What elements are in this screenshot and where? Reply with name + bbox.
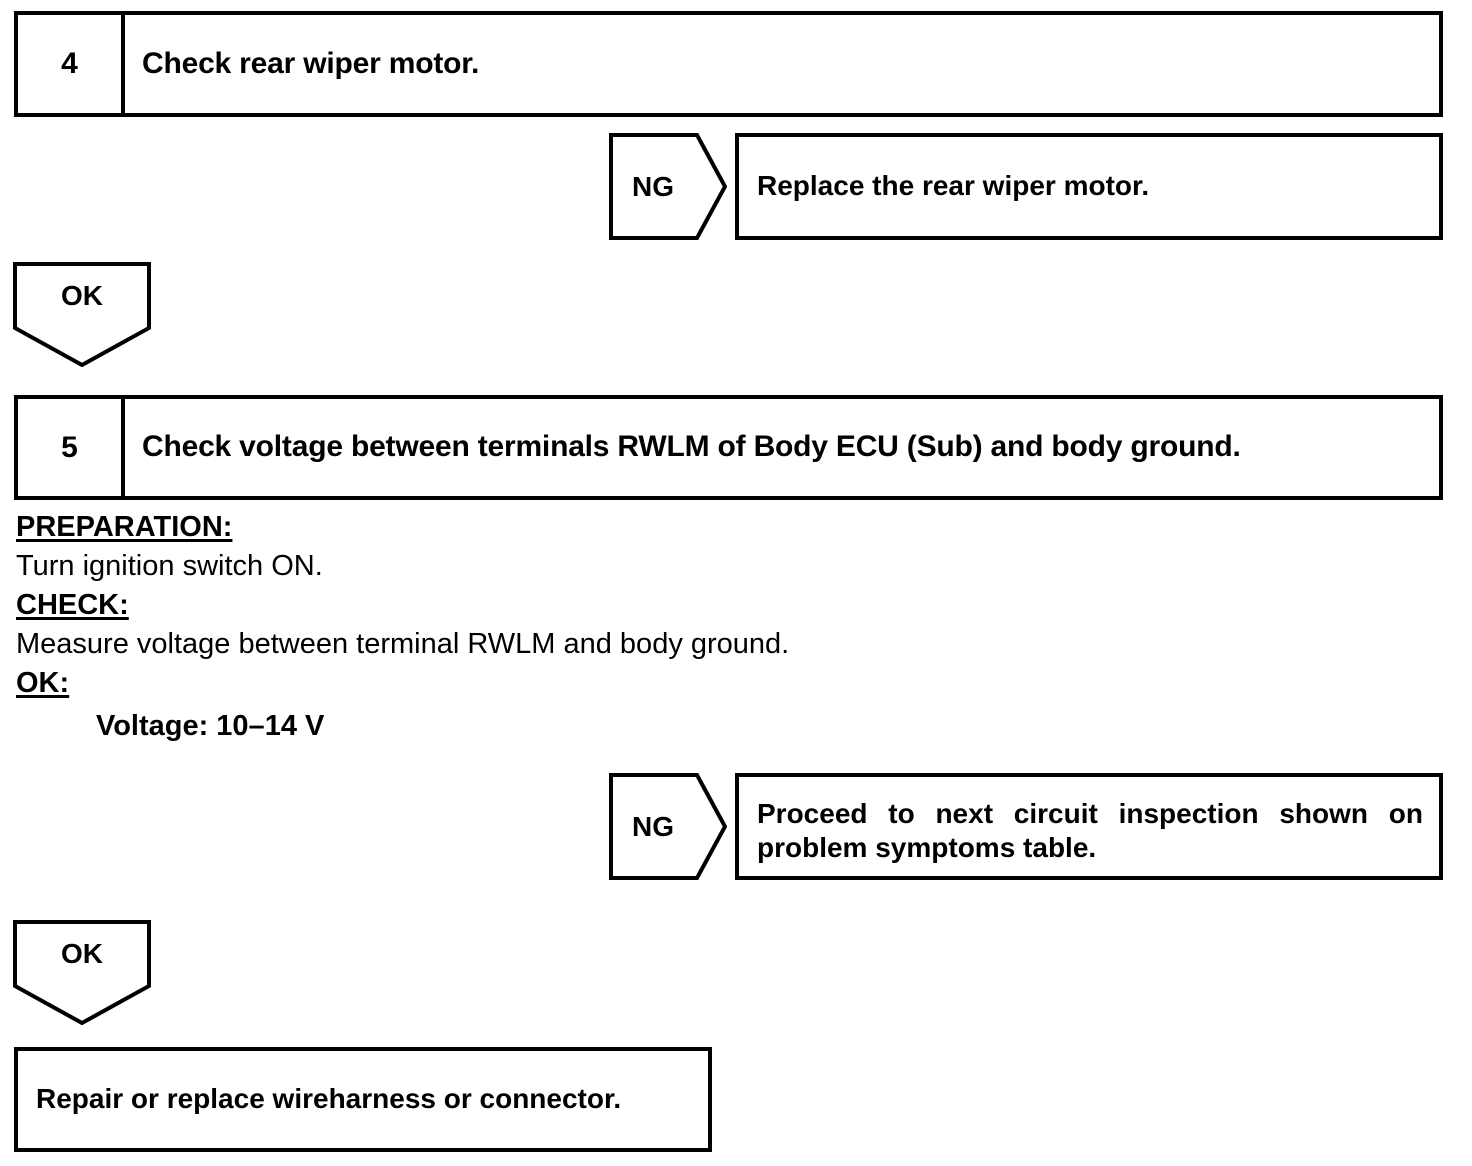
final-result-text: Repair or replace wireharness or connect… [36,1083,622,1115]
ok-arrow-5: OK [13,920,151,1025]
ng-result-text-5: Proceed to next circuit inspection shown… [757,798,1423,864]
ng-label-4: NG [632,170,674,202]
step-number-5: 5 [18,399,125,496]
step-box-4: 4 Check rear wiper motor. [14,11,1443,117]
ng-arrow-4: NG [609,133,727,240]
procedure-block-5: PREPARATION: Turn ignition switch ON. CH… [16,508,1016,749]
ok-arrow-4: OK [13,262,151,367]
procedure-heading-preparation: PREPARATION: [16,511,233,543]
step-title-5: Check voltage between terminals RWLM of … [142,430,1241,464]
step-title-4: Check rear wiper motor. [142,46,480,80]
procedure-heading-check: CHECK: [16,589,129,621]
ng-result-box-5: Proceed to next circuit inspection shown… [735,773,1443,880]
ng-arrow-5: NG [609,773,727,880]
step-number-4: 4 [18,15,125,113]
step-box-5: 5 Check voltage between terminals RWLM o… [14,395,1443,500]
final-result-box: Repair or replace wireharness or connect… [14,1047,712,1152]
procedure-value-voltage: Voltage: 10–14 V [96,710,325,742]
procedure-text-check: Measure voltage between terminal RWLM an… [16,628,790,660]
procedure-heading-ok: OK: [16,667,70,699]
ok-label-5: OK [61,938,103,969]
ng-result-text-4: Replace the rear wiper motor. [757,170,1150,202]
ng-label-5: NG [632,810,674,842]
ok-label-4: OK [61,280,103,311]
ng-result-box-4: Replace the rear wiper motor. [735,133,1443,240]
procedure-text-preparation: Turn ignition switch ON. [16,550,323,582]
